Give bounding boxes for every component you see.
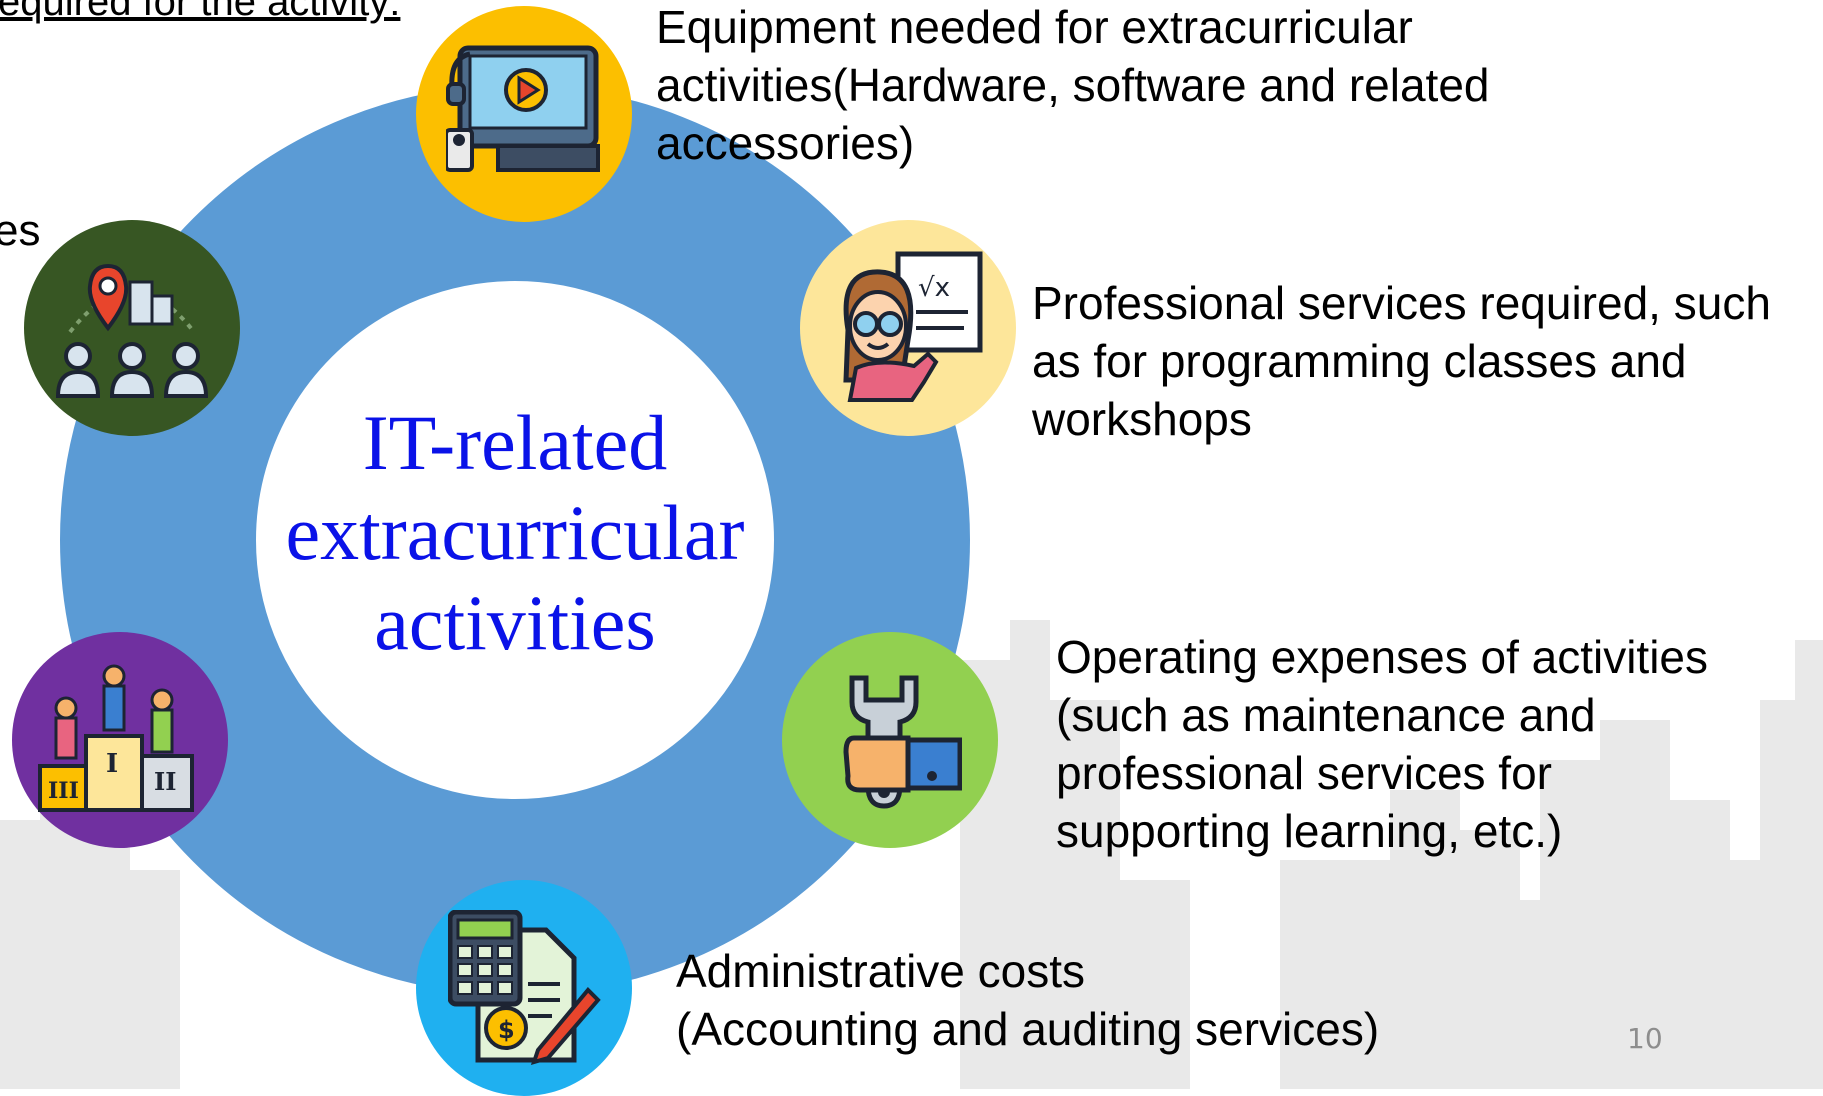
professional-label-line2: as for programming classes and (1032, 335, 1687, 387)
svg-text:√x: √x (918, 273, 950, 303)
operating-label: Operating expenses of activities (such a… (1056, 628, 1708, 860)
administrative-label: Administrative costs (Accounting and aud… (676, 942, 1379, 1058)
administrative-label-line1: Administrative costs (676, 945, 1086, 997)
equipment-label: Equipment needed for extracurricular act… (656, 0, 1489, 172)
professional-label-line3: workshops (1032, 393, 1252, 445)
teacher-icon: √x (843, 251, 983, 402)
section-heading: equired for the activity: (0, 0, 401, 24)
center-title-line2: extracurricular (285, 489, 745, 576)
equipment-label-line1: Equipment needed for extracurricular (656, 1, 1413, 53)
cut-off-label: es (0, 206, 41, 255)
svg-text:$: $ (498, 1016, 515, 1044)
page-number: 10 (1627, 1022, 1663, 1055)
operating-label-line3: professional services for (1056, 747, 1552, 799)
administrative-label-line2: (Accounting and auditing services) (676, 1003, 1380, 1055)
center-title: IT-related extracurricular activities (250, 398, 780, 668)
center-title-line1: IT-related (362, 399, 668, 486)
professional-label-line1: Professional services required, such (1032, 277, 1771, 329)
equipment-label-line3: accessories) (656, 117, 915, 169)
operating-label-line1: Operating expenses of activities (1056, 631, 1709, 683)
operating-label-line4: supporting learning, etc.) (1056, 805, 1563, 857)
venue-node (24, 220, 240, 436)
operating-label-line2: (such as maintenance and (1056, 689, 1596, 741)
equipment-label-line2: activities(Hardware, software and relate… (656, 59, 1490, 111)
wrench-hand-icon (843, 675, 962, 809)
computer-media-icon (446, 45, 600, 172)
center-title-line3: activities (374, 579, 656, 666)
svg-text:III: III (48, 778, 79, 804)
location-people-icon (55, 263, 209, 398)
professional-label: Professional services required, such as … (1032, 274, 1771, 448)
podium-icon: I II III (38, 664, 194, 812)
calculator-invoice-icon: $ (448, 910, 601, 1065)
svg-text:I: I (106, 749, 118, 779)
svg-text:II: II (154, 767, 176, 796)
